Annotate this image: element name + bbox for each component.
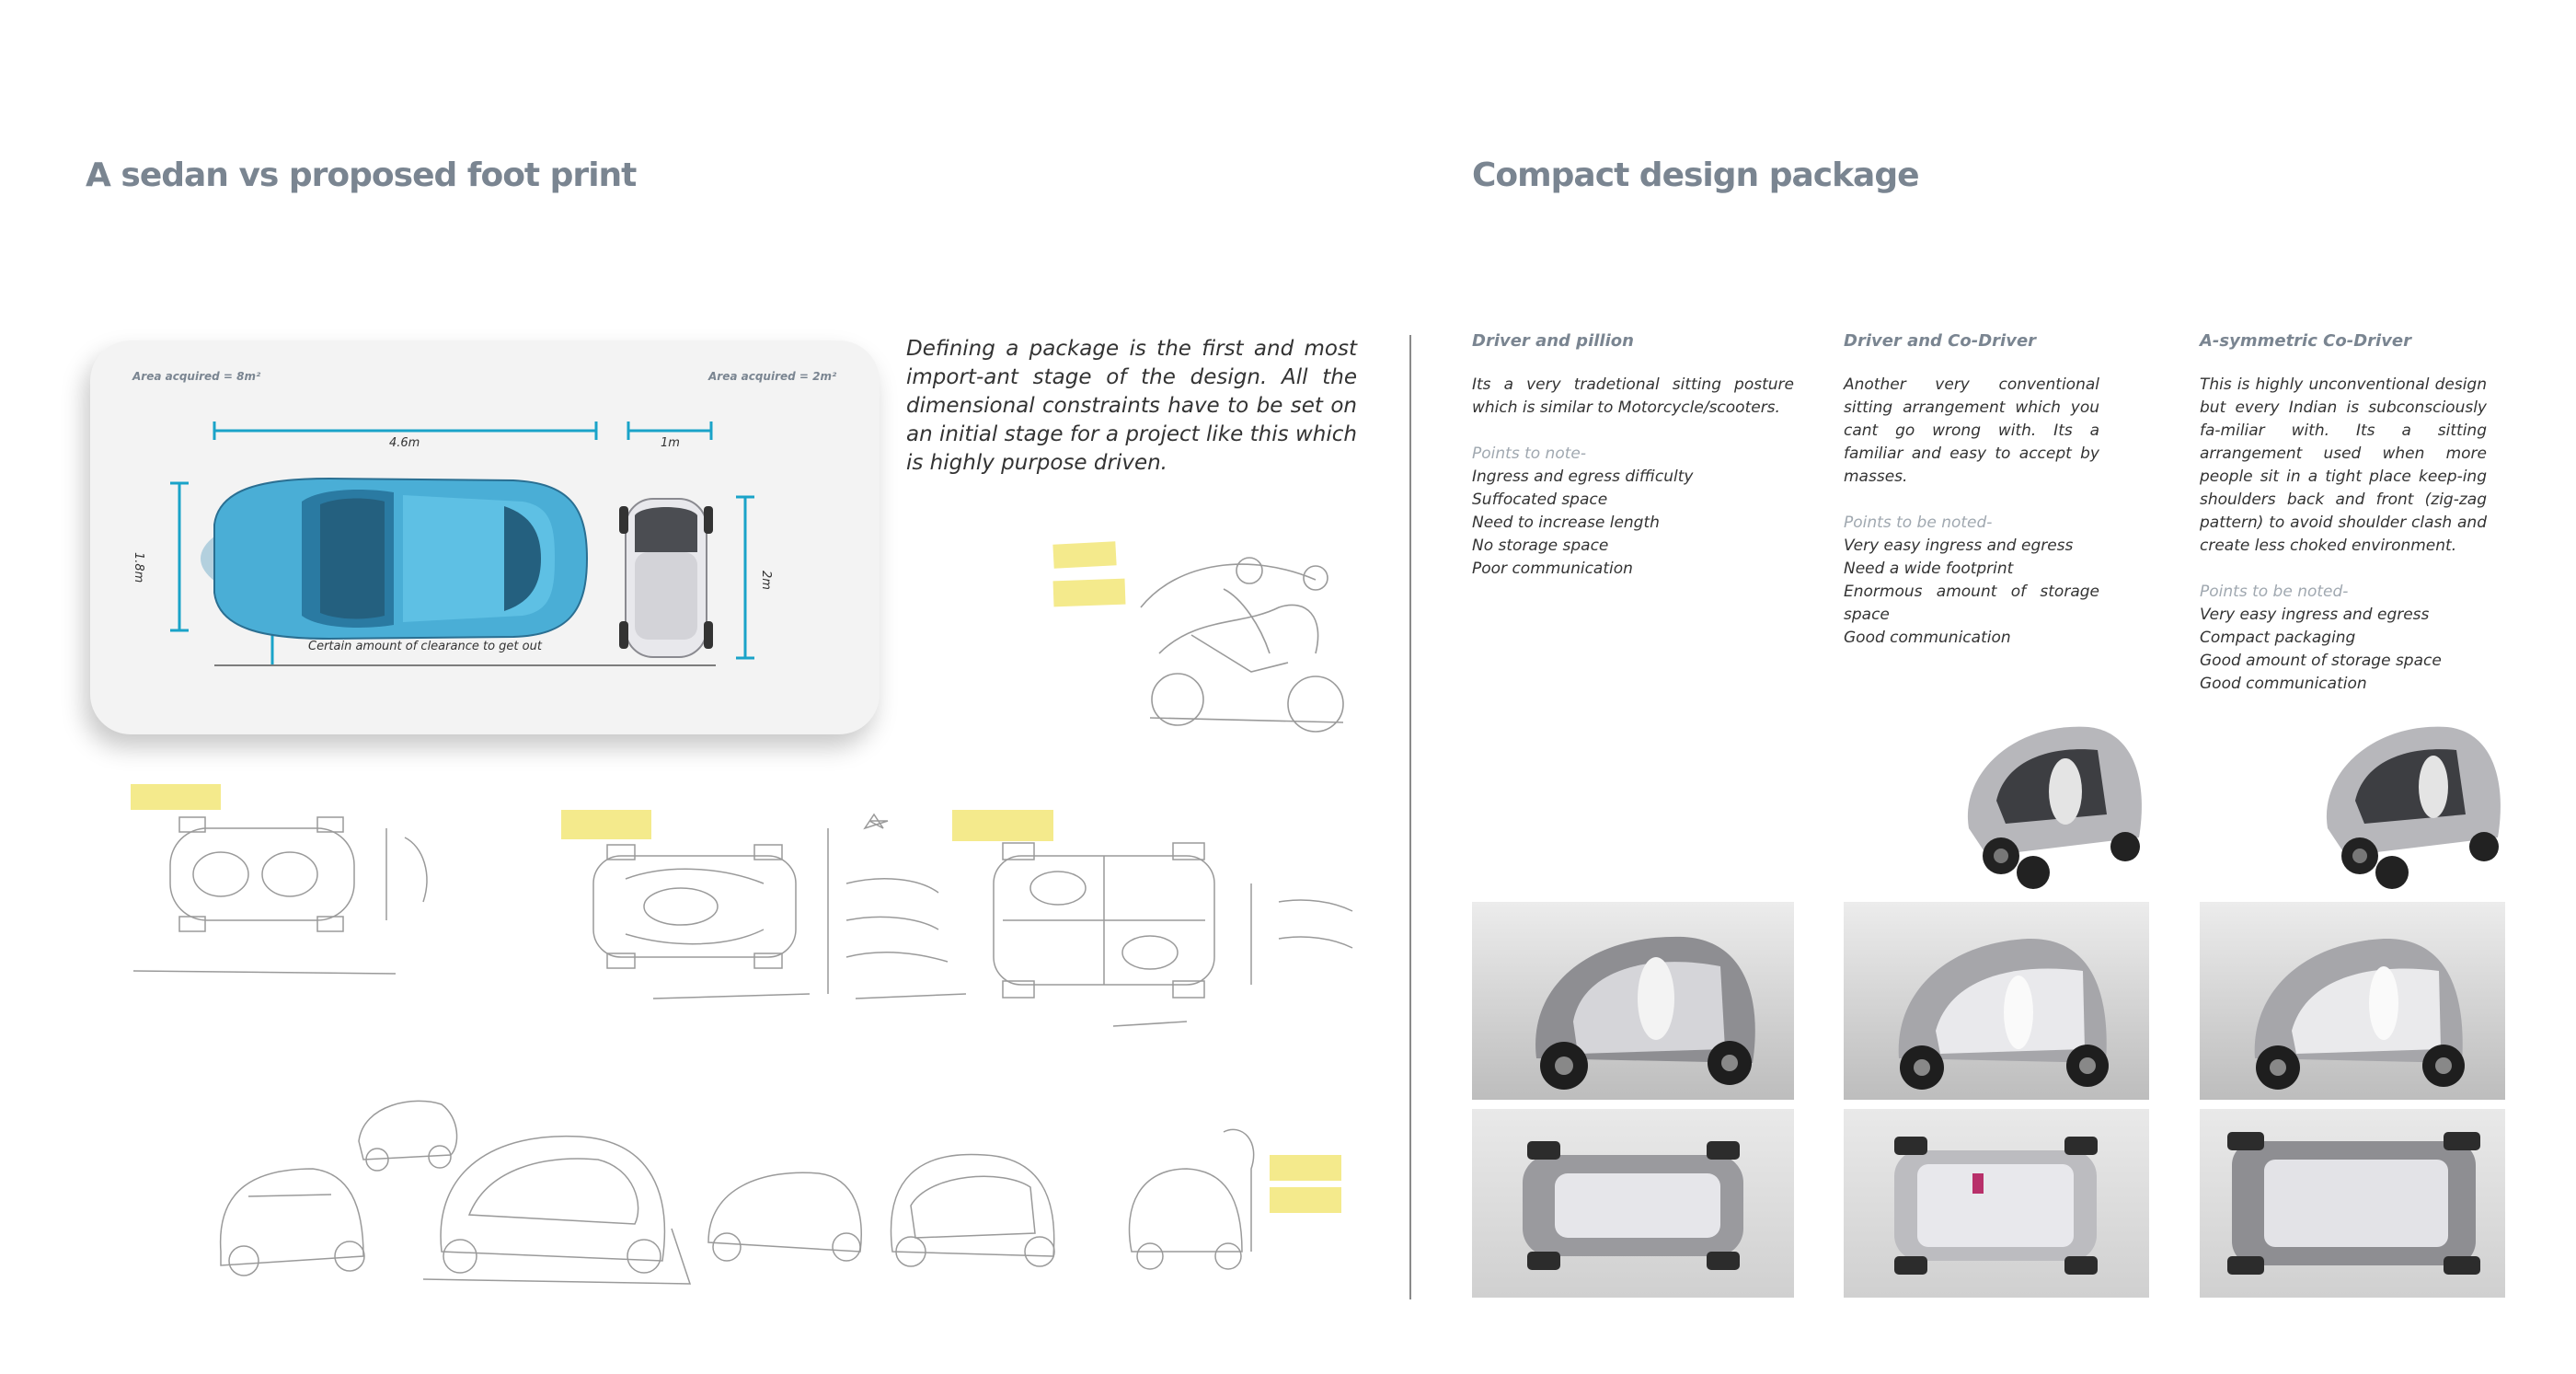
point-item: Good communication [2200, 675, 2367, 693]
seating-sketch [1052, 541, 1344, 733]
footprint-diagram [170, 421, 754, 666]
proposed-length-label: 1m [661, 436, 680, 450]
column-heading: A-symmetric Co-Driver [2200, 331, 2412, 351]
render-pillion-top [1472, 1109, 1794, 1298]
sedan-width-label: 1.8m [132, 552, 145, 583]
point-item: Enormous amount of storage space [1844, 583, 2099, 624]
column-heading: Driver and Co-Driver [1844, 331, 2037, 351]
point-item: Ingress and egress difficulty [1472, 468, 1694, 486]
package-column-driver-codriver: Driver and Co-Driver Another very conven… [1844, 331, 2099, 650]
points-heading: Points to be noted- [2200, 583, 2349, 601]
point-item: Need a wide footprint [1844, 560, 2014, 578]
points-heading: Points to note- [1472, 445, 1586, 463]
point-item: Good communication [1844, 629, 2011, 647]
proposed-vehicle-top-view [619, 498, 713, 658]
render-asymmetric-side [2200, 902, 2505, 1100]
proposed-length-dimension [627, 421, 713, 440]
sedan-width-dimension [170, 481, 189, 632]
point-item: Good amount of storage space [2200, 652, 2442, 670]
intro-paragraph: Defining a package is the first and most… [906, 337, 1357, 475]
clearance-note: Certain amount of clearance to get out [308, 640, 542, 653]
points-heading: Points to be noted- [1844, 514, 1993, 532]
column-description: Another very conventional sitting arrang… [1844, 375, 2099, 486]
page-divider [1409, 335, 1411, 1299]
footprint-card: Area acquired = 8m² Area acquired = 2m² [90, 341, 880, 734]
render-codriver-three-quarter [1967, 726, 2142, 889]
package-column-driver-pillion: Driver and pillion Its a very tradetiona… [1472, 331, 1794, 581]
column-description: Its a very tradetional sitting posture w… [1472, 375, 1794, 417]
point-item: Poor communication [1472, 560, 1633, 578]
point-item: Need to increase length [1472, 514, 1660, 532]
point-item: Very easy ingress and egress [1844, 537, 2074, 555]
area-proposed-label: Area acquired = 2m² [708, 370, 837, 383]
column-description: This is highly unconventional design but… [2200, 375, 2487, 555]
sedan-top-view [201, 477, 589, 641]
render-asymmetric-top [2200, 1109, 2505, 1298]
point-item: No storage space [1472, 537, 1609, 555]
sedan-length-label: 4.6m [389, 436, 420, 450]
proposed-width-label: 2m [759, 571, 773, 590]
render-asymmetric-three-quarter [2326, 726, 2501, 889]
plan-sketch-3 [952, 810, 1353, 1027]
point-item: Suffocated space [1472, 491, 1608, 509]
render-codriver-top [1844, 1109, 2149, 1298]
proposed-width-dimension [736, 495, 754, 660]
sedan-length-dimension [213, 421, 598, 440]
area-sedan-label: Area acquired = 8m² [132, 370, 261, 383]
point-item: Compact packaging [2200, 629, 2356, 647]
right-page-title: Compact design package [1472, 156, 1920, 194]
perspective-sketches [219, 1100, 1341, 1285]
package-column-asymmetric: A-symmetric Co-Driver This is highly unc… [2200, 331, 2487, 696]
notes-sketch [827, 813, 967, 999]
point-item: Very easy ingress and egress [2200, 606, 2430, 624]
plan-sketch-2 [561, 810, 811, 999]
render-pillion-side [1472, 902, 1794, 1100]
render-codriver-side [1844, 902, 2149, 1100]
plan-sketch-1 [131, 784, 428, 975]
left-page-title: A sedan vs proposed foot print [86, 156, 637, 194]
column-heading: Driver and pillion [1472, 331, 1634, 351]
